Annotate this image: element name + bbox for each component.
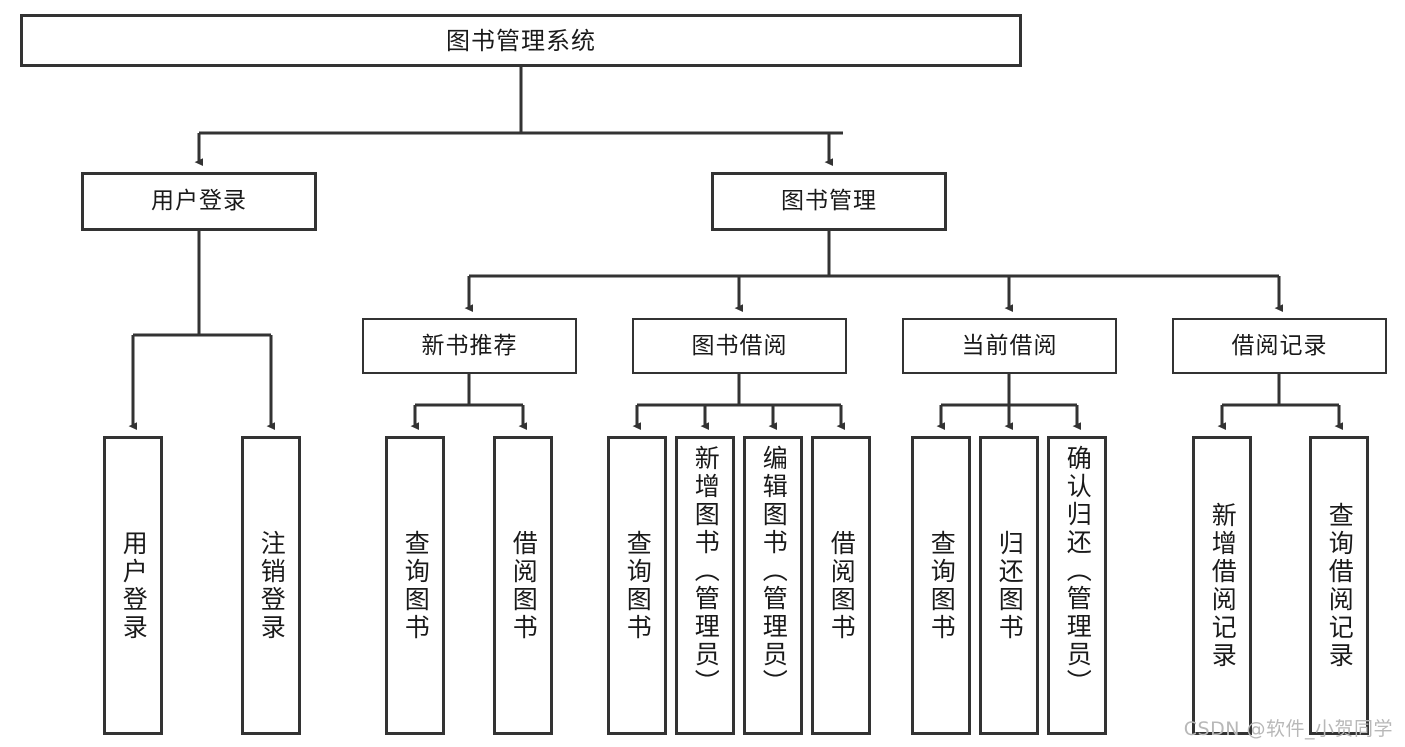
node-leaf-borrow-book-2[interactable]: 借阅图书 bbox=[811, 436, 871, 735]
node-current-borrow-label: 当前借阅 bbox=[961, 332, 1058, 359]
node-leaf-return-book-label: 归还图书 bbox=[995, 529, 1025, 642]
node-new-book-recommend-label: 新书推荐 bbox=[421, 332, 518, 359]
node-leaf-confirm-return[interactable]: 确认归还（管理员） bbox=[1047, 436, 1107, 735]
node-leaf-query-book-2[interactable]: 查询图书 bbox=[607, 436, 667, 735]
node-user-login[interactable]: 用户登录 bbox=[81, 172, 317, 231]
node-leaf-query-book-2-label: 查询图书 bbox=[623, 529, 653, 642]
node-leaf-query-book-3[interactable]: 查询图书 bbox=[911, 436, 971, 735]
node-leaf-add-record[interactable]: 新增借阅记录 bbox=[1192, 436, 1252, 735]
node-current-borrow[interactable]: 当前借阅 bbox=[902, 318, 1117, 374]
node-leaf-borrow-book-1-label: 借阅图书 bbox=[509, 529, 539, 642]
node-leaf-query-record-label: 查询借阅记录 bbox=[1325, 501, 1355, 670]
node-user-login-label: 用户登录 bbox=[151, 188, 247, 214]
node-book-borrow[interactable]: 图书借阅 bbox=[632, 318, 847, 374]
node-borrow-record-label: 借阅记录 bbox=[1231, 332, 1328, 359]
node-root-label: 图书管理系统 bbox=[446, 26, 596, 55]
node-leaf-add-book-label: 新增图书（管理员） bbox=[691, 445, 721, 697]
node-book-manage-label: 图书管理 bbox=[781, 188, 877, 214]
node-leaf-user-login[interactable]: 用户登录 bbox=[103, 436, 163, 735]
node-leaf-add-book[interactable]: 新增图书（管理员） bbox=[675, 436, 735, 735]
node-leaf-edit-book-label: 编辑图书（管理员） bbox=[759, 445, 789, 697]
node-new-book-recommend[interactable]: 新书推荐 bbox=[362, 318, 577, 374]
node-leaf-user-logout-label: 注销登录 bbox=[257, 529, 287, 642]
node-leaf-query-book-3-label: 查询图书 bbox=[927, 529, 957, 642]
node-leaf-edit-book[interactable]: 编辑图书（管理员） bbox=[743, 436, 803, 735]
node-borrow-record[interactable]: 借阅记录 bbox=[1172, 318, 1387, 374]
node-leaf-return-book[interactable]: 归还图书 bbox=[979, 436, 1039, 735]
node-leaf-query-book-1[interactable]: 查询图书 bbox=[385, 436, 445, 735]
node-leaf-borrow-book-2-label: 借阅图书 bbox=[827, 529, 857, 642]
node-leaf-user-logout[interactable]: 注销登录 bbox=[241, 436, 301, 735]
watermark-text: CSDN @软件_小贺同学 bbox=[1183, 718, 1393, 740]
node-leaf-add-record-label: 新增借阅记录 bbox=[1208, 501, 1238, 670]
node-leaf-confirm-return-label: 确认归还（管理员） bbox=[1063, 445, 1093, 697]
node-leaf-query-book-1-label: 查询图书 bbox=[401, 529, 431, 642]
node-book-borrow-label: 图书借阅 bbox=[691, 332, 788, 359]
node-leaf-query-record[interactable]: 查询借阅记录 bbox=[1309, 436, 1369, 735]
node-book-manage[interactable]: 图书管理 bbox=[711, 172, 947, 231]
node-leaf-user-login-label: 用户登录 bbox=[119, 529, 149, 642]
node-leaf-borrow-book-1[interactable]: 借阅图书 bbox=[493, 436, 553, 735]
node-root[interactable]: 图书管理系统 bbox=[20, 14, 1022, 67]
